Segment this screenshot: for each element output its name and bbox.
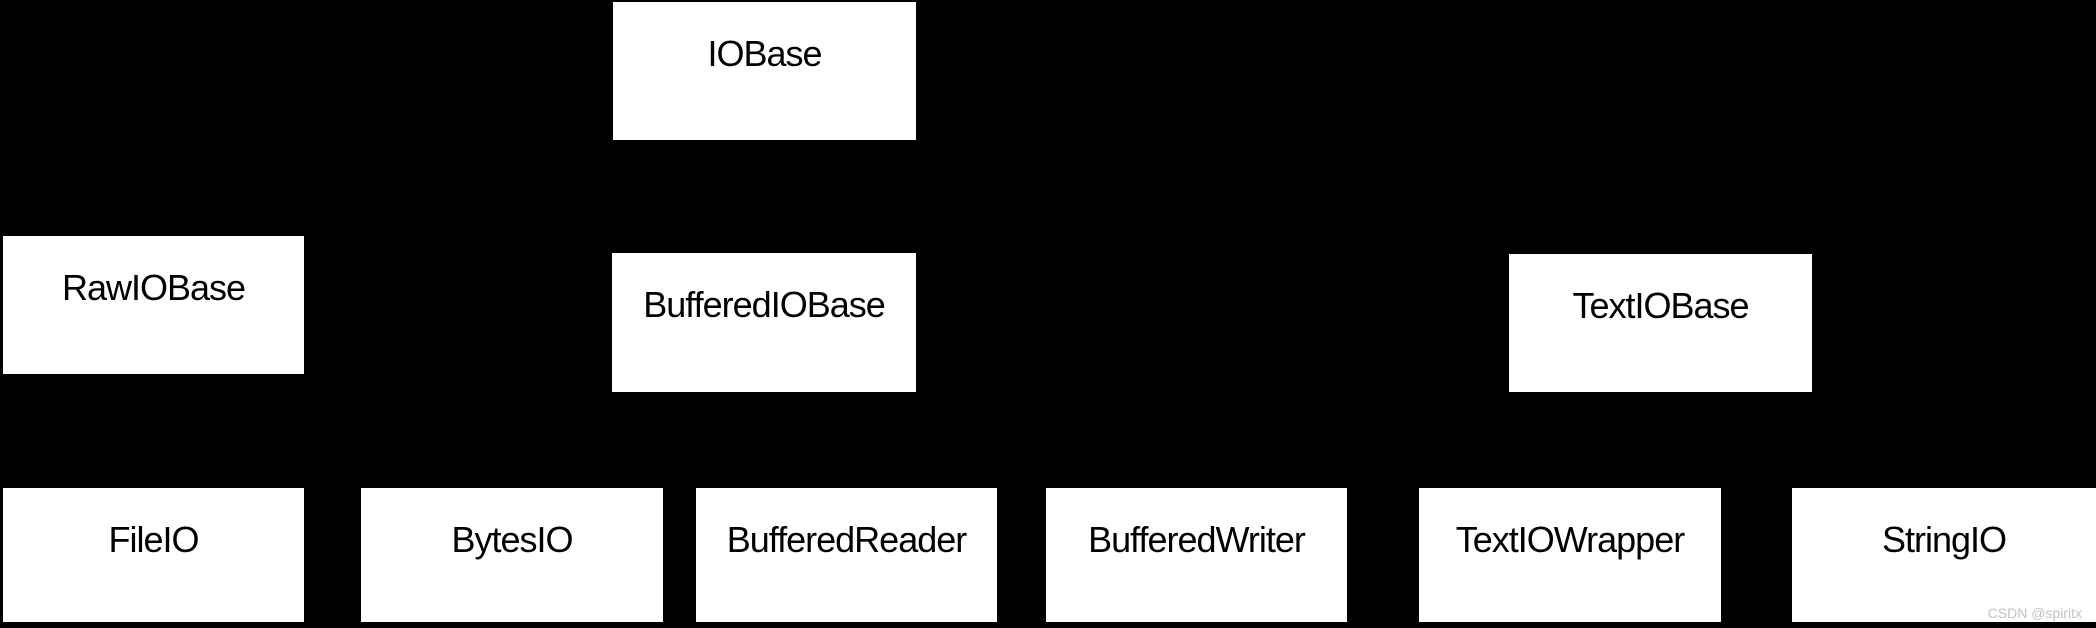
node-bufferedreader: BufferedReader <box>696 488 997 622</box>
node-rawiobase-label: RawIOBase <box>61 267 246 308</box>
watermark-text: CSDN @spiritx <box>1987 605 2082 621</box>
node-fileio-label: FileIO <box>108 519 199 560</box>
node-bufferediobase-label: BufferedIOBase <box>643 284 885 325</box>
node-iobase-label: IOBase <box>707 33 822 74</box>
node-bytesio-label: BytesIO <box>451 519 573 560</box>
node-bytesio: BytesIO <box>361 488 663 622</box>
node-bufferedreader-label: BufferedReader <box>726 519 968 560</box>
node-textiowrapper-label: TextIOWrapper <box>1455 519 1685 560</box>
node-bufferediobase: BufferedIOBase <box>612 253 916 392</box>
node-stringio: StringIO <box>1792 488 2096 622</box>
node-fileio: FileIO <box>3 488 304 622</box>
node-textiowrapper: TextIOWrapper <box>1419 488 1721 622</box>
node-bufferedwriter-label: BufferedWriter <box>1088 519 1306 560</box>
node-textiobase: TextIOBase <box>1509 254 1812 392</box>
node-iobase: IOBase <box>613 2 916 140</box>
node-textiobase-label: TextIOBase <box>1572 285 1749 326</box>
node-bufferedwriter: BufferedWriter <box>1046 488 1347 622</box>
node-rawiobase: RawIOBase <box>3 236 304 374</box>
node-stringio-label: StringIO <box>1881 519 2007 560</box>
